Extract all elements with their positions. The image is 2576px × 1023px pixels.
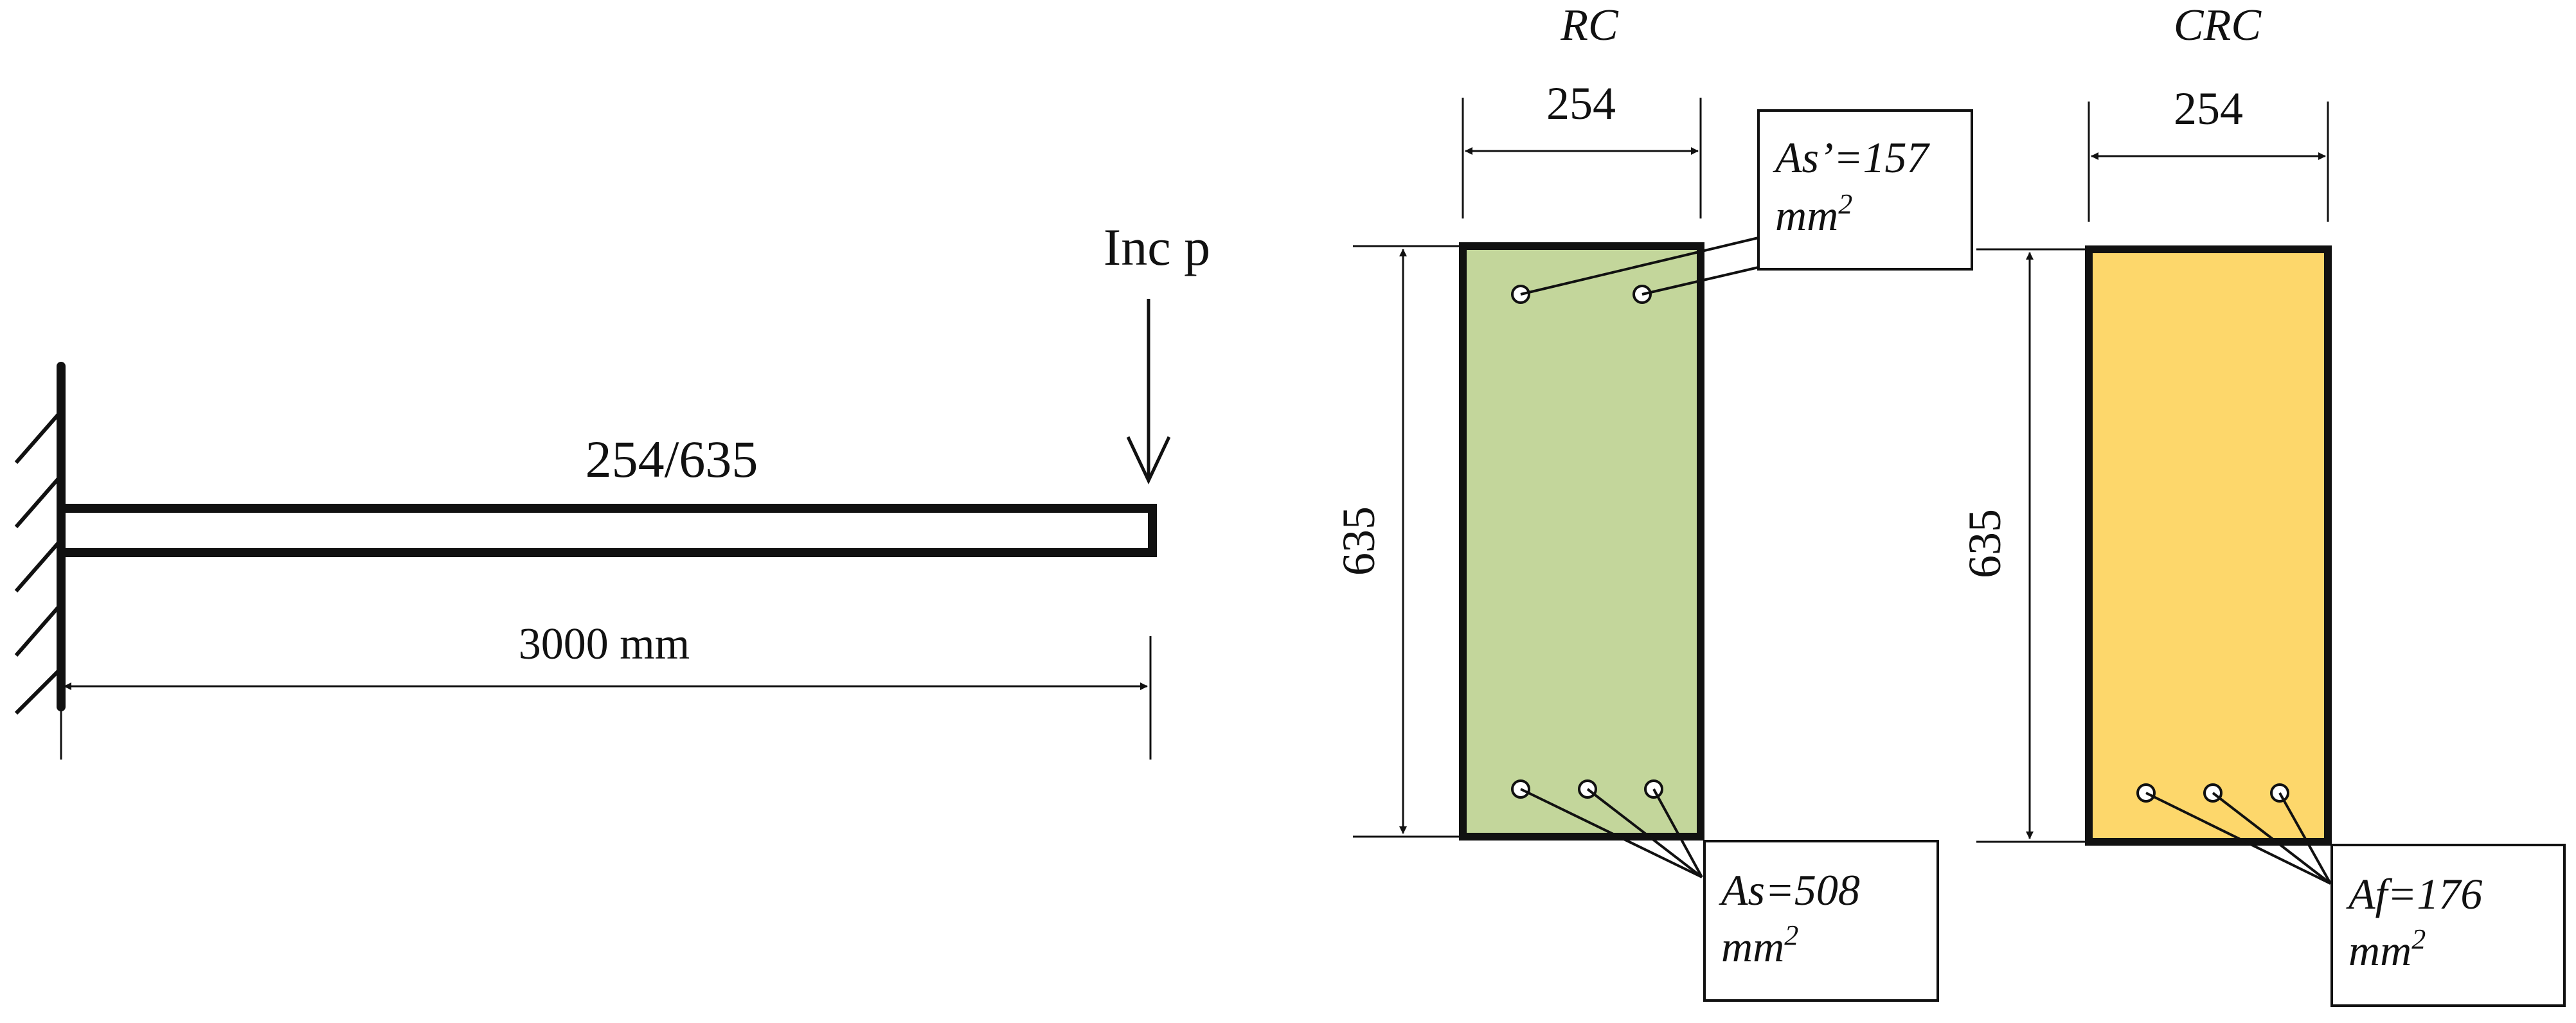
rc-section-rect [1459,242,1704,841]
crc-bottom-leaders [2145,792,2332,885]
span-label: 3000 mm [519,619,690,669]
crc-title: CRC [2174,1,2262,50]
cantilever-elevation: Inc p 254/635 3000 mm [14,218,1210,760]
rc-width-label: 254 [1546,78,1616,129]
crc-bottom-callout-line2: mm2 [2348,923,2426,975]
crc-bottom-callout-line1: Af=176 [2346,869,2482,918]
rc-bottom-callout: As=508 mm2 [1703,840,1939,1002]
crc-bottom-callout-box [2330,844,2566,1007]
cantilever-beam [57,504,1157,557]
crc-section: CRC 254 635 Af=176 mm2 [1959,1,2566,1007]
crc-bottom-callout: Af=176 mm2 [2330,844,2566,1007]
rc-bottom-callout-line1: As=508 [1719,866,1860,914]
rc-rebars [1511,285,1663,799]
rc-bottom-callout-box [1703,840,1939,1002]
rc-top-callout: As’=157 mm2 [1757,109,1973,271]
rc-title: RC [1560,1,1619,50]
rc-top-leaders [1520,236,1759,296]
rc-height-label: 635 [1333,506,1384,576]
load-label: Inc p [1104,218,1210,276]
rc-bottom-leaders [1520,788,1703,878]
load-arrowhead [1126,436,1171,485]
fixed-support-hatching [14,410,63,715]
rc-section: RC 254 635 As’=157 mm2 [1333,1,1973,1002]
crc-section-rect [2085,245,2332,846]
rc-top-callout-line1: As’=157 [1773,133,1931,182]
crc-width-label: 254 [2174,83,2243,134]
rc-top-callout-line2: mm2 [1775,188,1852,240]
rc-bottom-callout-line2: mm2 [1721,920,1798,971]
crc-height-label: 635 [1959,509,2010,578]
beam-section-label: 254/635 [586,430,758,488]
rc-top-callout-box [1757,109,1973,271]
